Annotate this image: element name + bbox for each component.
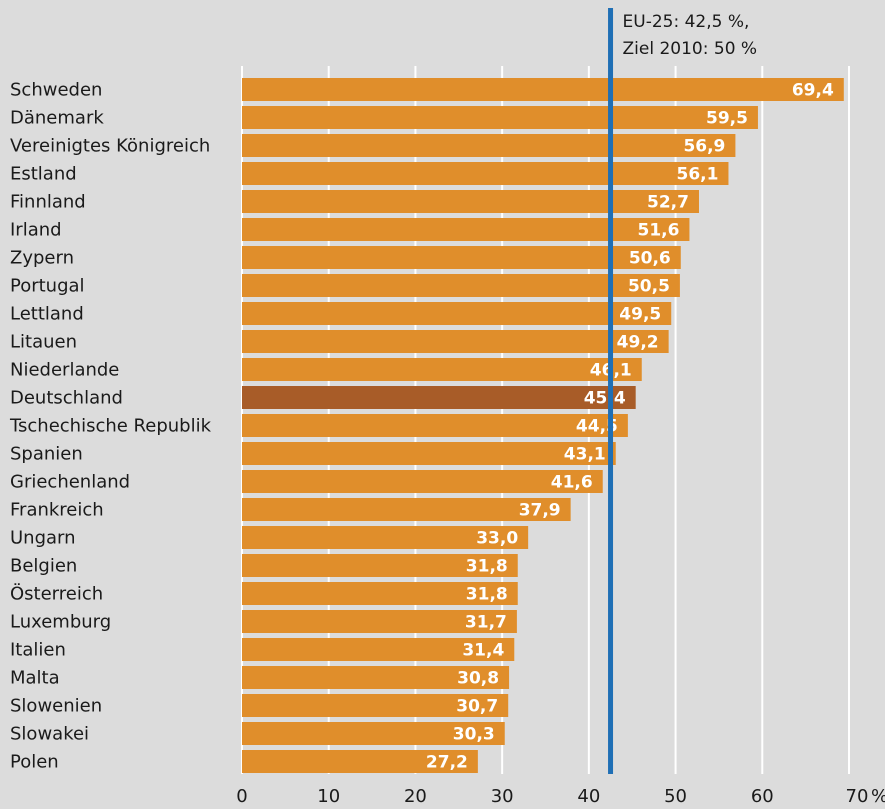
category-label-osterreich: Österreich bbox=[10, 583, 103, 605]
category-label-niederlande: Niederlande bbox=[10, 360, 119, 381]
category-label-irland: Irland bbox=[10, 220, 62, 241]
category-label-zypern: Zypern bbox=[10, 248, 74, 269]
value-label-luxemburg: 31,7 bbox=[465, 613, 507, 633]
category-label-spanien: Spanien bbox=[10, 444, 83, 465]
category-label-vereinigtes-konigreich: Vereinigtes Königreich bbox=[10, 136, 210, 157]
x-tick-label-30: 30 bbox=[491, 786, 514, 807]
bar-tschechische-republik bbox=[242, 414, 628, 437]
category-label-griechenland: Griechenland bbox=[10, 472, 130, 493]
category-label-danemark: Dänemark bbox=[10, 108, 104, 129]
bar-portugal bbox=[242, 274, 680, 297]
category-label-deutschland: Deutschland bbox=[10, 388, 123, 409]
value-label-danemark: 59,5 bbox=[706, 109, 748, 129]
category-label-lettland: Lettland bbox=[10, 304, 84, 325]
bar-polen bbox=[242, 750, 478, 773]
category-label-luxemburg: Luxemburg bbox=[10, 612, 111, 633]
value-label-lettland: 49,5 bbox=[619, 305, 661, 325]
category-label-polen: Polen bbox=[10, 752, 59, 773]
bar-irland bbox=[242, 218, 690, 241]
bar-niederlande bbox=[242, 358, 642, 381]
bar-finnland bbox=[242, 190, 699, 213]
value-label-spanien: 43,1 bbox=[564, 445, 606, 465]
x-tick-label-70: 70 bbox=[846, 786, 869, 807]
value-label-litauen: 49,2 bbox=[617, 333, 659, 353]
value-label-griechenland: 41,6 bbox=[551, 473, 593, 493]
x-tick-label-20: 20 bbox=[404, 786, 427, 807]
category-label-finnland: Finnland bbox=[10, 192, 86, 213]
bars: 69,4 59,5 56,9 56,1 52,7 51,6 50,6 50,5 49,5 49,2… bbox=[242, 78, 844, 773]
value-label-ungarn: 33,0 bbox=[476, 529, 518, 549]
bar-ungarn bbox=[242, 526, 529, 549]
reference-note-line-1: EU-25: 42,5 %, bbox=[623, 12, 750, 32]
value-label-vereinigtes-konigreich: 56,9 bbox=[683, 137, 725, 157]
category-label-portugal: Portugal bbox=[10, 276, 85, 297]
bar-spanien bbox=[242, 442, 616, 465]
bar-belgien bbox=[242, 554, 518, 577]
value-label-estland: 56,1 bbox=[677, 165, 719, 185]
value-label-schweden: 69,4 bbox=[792, 81, 834, 101]
category-label-belgien: Belgien bbox=[10, 556, 77, 577]
bar-zypern bbox=[242, 246, 681, 269]
category-label-malta: Malta bbox=[10, 668, 60, 689]
value-label-italien: 31,4 bbox=[462, 641, 504, 661]
bar-osterreich bbox=[242, 582, 518, 605]
bar-malta bbox=[242, 666, 510, 689]
category-label-frankreich: Frankreich bbox=[10, 500, 104, 521]
bar-griechenland bbox=[242, 470, 603, 493]
x-tick-label-0: 0 bbox=[236, 786, 247, 807]
bar-schweden bbox=[242, 78, 844, 101]
value-label-frankreich: 37,9 bbox=[519, 501, 561, 521]
bar-frankreich bbox=[242, 498, 571, 521]
value-label-slowakei: 30,3 bbox=[453, 725, 495, 745]
value-label-zypern: 50,6 bbox=[629, 249, 671, 269]
category-label-litauen: Litauen bbox=[10, 332, 77, 353]
bar-estland bbox=[242, 162, 729, 185]
value-label-osterreich: 31,8 bbox=[466, 585, 508, 605]
bar-deutschland bbox=[242, 386, 636, 409]
bar-danemark bbox=[242, 106, 758, 129]
bar-italien bbox=[242, 638, 515, 661]
value-label-finnland: 52,7 bbox=[647, 193, 689, 213]
x-axis-ticks: 0 10 20 30 40 50 60 70% bbox=[236, 786, 885, 807]
category-label-schweden: Schweden bbox=[10, 80, 102, 101]
reference-note: EU-25: 42,5 %, Ziel 2010: 50 % bbox=[623, 12, 758, 59]
value-label-tschechische-republik: 44,5 bbox=[576, 417, 618, 437]
value-label-irland: 51,6 bbox=[637, 221, 679, 241]
value-label-polen: 27,2 bbox=[426, 753, 468, 773]
value-label-belgien: 31,8 bbox=[466, 557, 508, 577]
category-label-estland: Estland bbox=[10, 164, 77, 185]
bar-slowenien bbox=[242, 694, 509, 717]
x-axis-unit: % bbox=[871, 786, 885, 807]
category-label-tschechische-republik: Tschechische Republik bbox=[9, 416, 212, 437]
x-tick-label-40: 40 bbox=[577, 786, 600, 807]
reference-note-line-2: Ziel 2010: 50 % bbox=[623, 39, 758, 59]
bar-litauen bbox=[242, 330, 669, 353]
bar-vereinigtes-konigreich bbox=[242, 134, 736, 157]
category-label-italien: Italien bbox=[10, 640, 66, 661]
value-label-slowenien: 30,7 bbox=[456, 697, 498, 717]
bar-luxemburg bbox=[242, 610, 517, 633]
category-label-slowenien: Slowenien bbox=[10, 696, 102, 717]
x-tick-label-60: 60 bbox=[751, 786, 774, 807]
bar-slowakei bbox=[242, 722, 505, 745]
value-label-malta: 30,8 bbox=[457, 669, 499, 689]
category-label-ungarn: Ungarn bbox=[10, 528, 76, 549]
x-tick-label-10: 10 bbox=[317, 786, 340, 807]
bar-lettland bbox=[242, 302, 672, 325]
category-label-slowakei: Slowakei bbox=[10, 724, 89, 745]
value-label-deutschland: 45,4 bbox=[584, 389, 626, 409]
x-tick-label-50: 50 bbox=[664, 786, 687, 807]
value-label-portugal: 50,5 bbox=[628, 277, 670, 297]
